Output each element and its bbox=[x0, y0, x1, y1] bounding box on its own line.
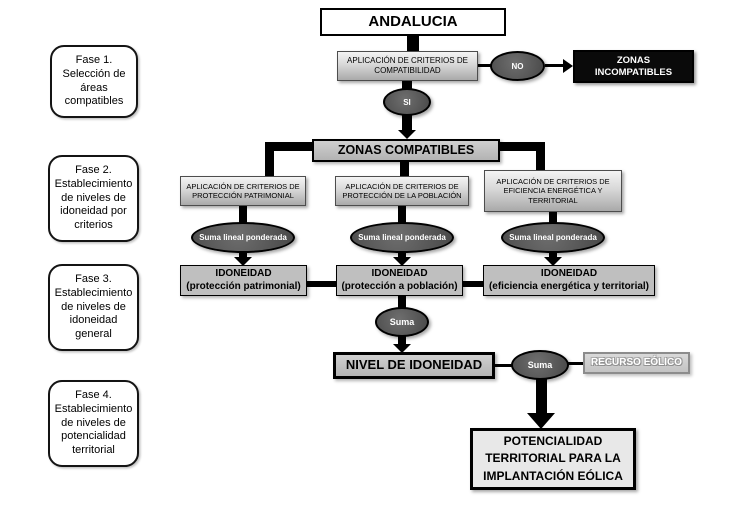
suma-lineal-oval-2: Suma lineal ponderada bbox=[350, 222, 454, 253]
connector-idoneidad-2-3 bbox=[463, 281, 483, 287]
connector-nivel-suma2 bbox=[494, 364, 512, 367]
criterios-eficiencia-node: APLICACIÓN DE CRITERIOS DE EFICIENCIA EN… bbox=[484, 170, 622, 212]
connector-branch3-down bbox=[549, 212, 557, 224]
connector-suma2-recurso bbox=[567, 362, 584, 365]
si-decision-oval: SI bbox=[383, 88, 431, 116]
no-decision-oval: NO bbox=[490, 51, 545, 81]
connector-right-down bbox=[536, 142, 545, 171]
andalucia-node: ANDALUCIA bbox=[320, 8, 506, 36]
suma-oval-2: Suma bbox=[511, 350, 569, 380]
connector-branch2-down bbox=[398, 206, 406, 224]
arrowhead-potencialidad bbox=[527, 413, 555, 429]
connector-oval3-down bbox=[549, 252, 557, 258]
connector-oval1-down bbox=[239, 252, 247, 258]
connector-branch1-down bbox=[239, 206, 247, 224]
connector-andalucia-down bbox=[407, 35, 419, 52]
nivel-idoneidad-node: NIVEL DE IDONEIDAD bbox=[333, 352, 495, 379]
connector-to-no bbox=[478, 64, 492, 67]
zonas-incompatibles-node: ZONAS INCOMPATIBLES bbox=[573, 50, 694, 83]
connector-tbar-right bbox=[500, 142, 545, 151]
connector-si-down bbox=[402, 115, 412, 131]
arrowhead-nivel bbox=[393, 344, 411, 353]
phase-3-box: Fase 3. Establecimiento de niveles de id… bbox=[48, 264, 139, 351]
criterios-compatibilidad-node: APLICACIÓN DE CRITERIOS DE COMPATIBILIDA… bbox=[337, 51, 478, 81]
zonas-compatibles-node: ZONAS COMPATIBLES bbox=[312, 139, 500, 162]
criterios-poblacion-node: APLICACIÓN DE CRITERIOS DE PROTECCIÓN DE… bbox=[335, 176, 469, 206]
suma-oval-1: Suma bbox=[375, 307, 429, 337]
recurso-eolico-node: RECURSO EÓLICO bbox=[583, 352, 690, 374]
potencialidad-node: POTENCIALIDAD TERRITORIAL PARA LA IMPLAN… bbox=[470, 428, 636, 490]
connector-idoneidad-1-2 bbox=[307, 281, 336, 287]
criterios-patrimonial-node: APLICACIÓN DE CRITERIOS DE PROTECCIÓN PA… bbox=[180, 176, 306, 206]
idoneidad-patrimonial-node: IDONEIDAD (protección patrimonial) bbox=[180, 265, 307, 296]
arrowhead-idoneidad-2 bbox=[393, 257, 411, 266]
connector-left-down bbox=[265, 142, 274, 176]
idoneidad-eficiencia-node: IDONEIDAD (eficiencia energética y terri… bbox=[483, 265, 655, 296]
connector-oval2-down bbox=[398, 252, 406, 258]
connector-idoneidad2-down bbox=[398, 296, 406, 308]
connector-tbar-left bbox=[265, 142, 312, 151]
arrowhead-idoneidad-3 bbox=[544, 257, 562, 266]
arrowhead-to-compatibles bbox=[398, 130, 416, 139]
connector-center-down bbox=[400, 162, 409, 176]
connector-to-si bbox=[402, 81, 412, 90]
phase-1-box: Fase 1. Selección de áreas compatibles bbox=[50, 45, 138, 118]
connector-suma2-down bbox=[536, 378, 547, 415]
phase-4-box: Fase 4. Establecimiento de niveles de po… bbox=[48, 380, 139, 467]
phase-2-box: Fase 2. Establecimiento de niveles de id… bbox=[48, 155, 139, 242]
connector-no-right bbox=[545, 64, 565, 67]
suma-lineal-oval-3: Suma lineal ponderada bbox=[501, 222, 605, 253]
connector-suma1-down bbox=[398, 336, 406, 346]
arrowhead-to-incompatibles bbox=[563, 58, 573, 73]
suma-lineal-oval-1: Suma lineal ponderada bbox=[191, 222, 295, 253]
idoneidad-poblacion-node: IDONEIDAD (protección a población) bbox=[336, 265, 463, 296]
arrowhead-idoneidad-1 bbox=[234, 257, 252, 266]
